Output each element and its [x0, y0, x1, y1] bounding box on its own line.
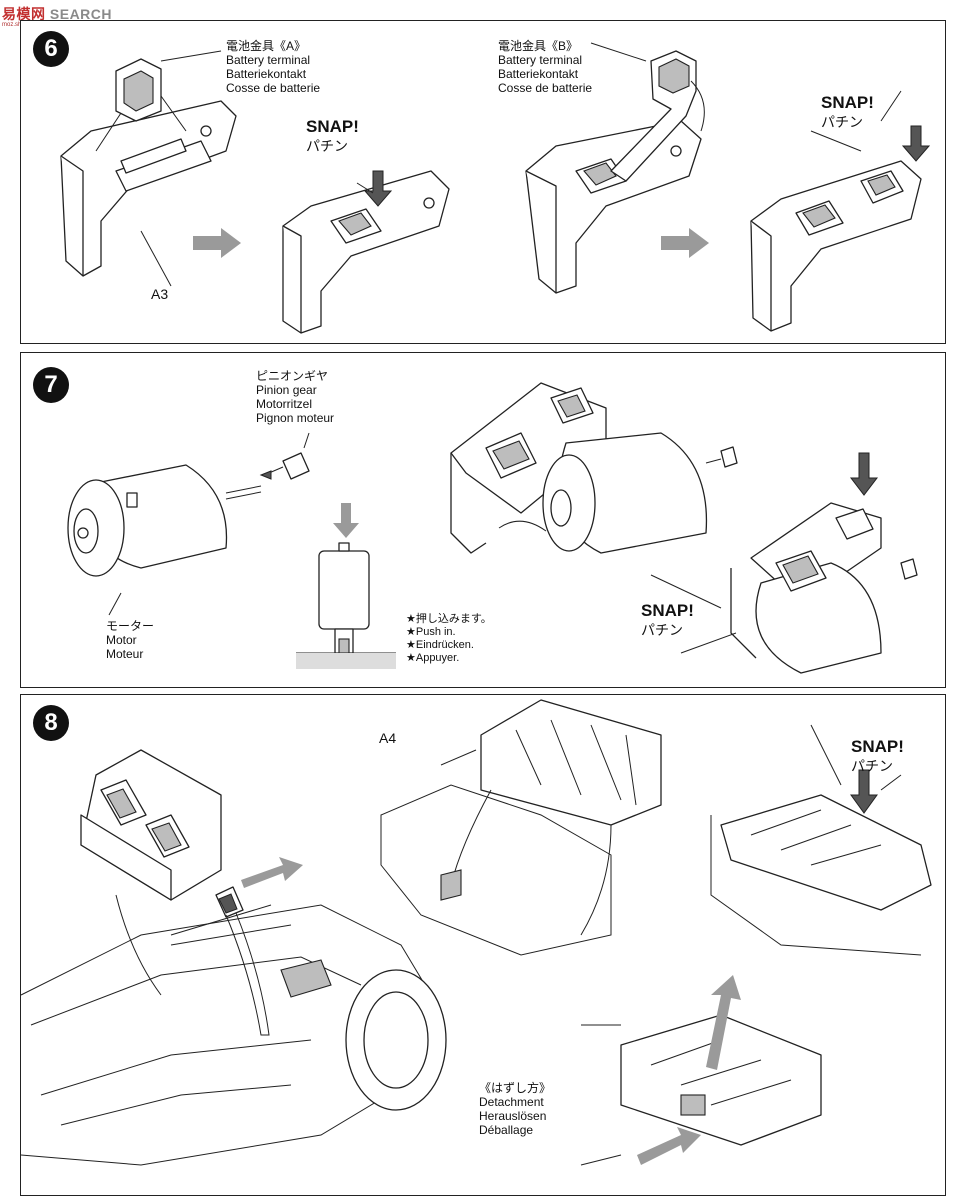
step-8-snap-text: SNAP!	[851, 737, 904, 756]
step-6-number: 6	[33, 31, 69, 67]
part-a4-label: A4	[379, 730, 397, 746]
watermark: 易模网 SEARCH	[2, 4, 112, 24]
motor-assembly-drawing-2	[650, 452, 918, 674]
body-a4-drawing	[380, 699, 662, 956]
watermark-brand: 模网	[16, 6, 46, 22]
step-6-illustration	[60, 42, 931, 334]
motor-label-jp: モーター	[106, 619, 155, 633]
motor-label: モーター Motor Moteur	[106, 619, 154, 661]
push-label-de: ★Eindrücken.	[406, 639, 474, 651]
motor-label-en: Motor	[106, 633, 137, 647]
terminal-a-label-de: Batteriekontakt	[226, 67, 307, 81]
step-7-snap: SNAP! パチン	[641, 601, 694, 639]
step-6-arrow-1	[193, 228, 241, 258]
terminal-b-label-de: Batteriekontakt	[498, 67, 579, 81]
step-7-panel: 7	[20, 352, 946, 688]
battery-terminal-a-drawing	[95, 50, 222, 152]
step-7-number: 7	[33, 367, 69, 403]
push-in-label: ★押し込みます。 ★Push in. ★Eindrücken. ★Appuyer…	[406, 613, 492, 665]
part-a3-label: A3	[151, 286, 169, 302]
push-label-jp: ★押し込みます。	[406, 613, 492, 625]
snap-1-jp: パチン	[306, 138, 348, 154]
step-8-illustration	[20, 699, 932, 1166]
detach-label-jp: 《はずし方》	[479, 1081, 552, 1095]
terminal-a-label-en: Battery terminal	[226, 53, 311, 67]
step-8-snap: SNAP! パチン	[851, 737, 904, 775]
pinion-label-en: Pinion gear	[256, 383, 317, 397]
snap-2-text: SNAP!	[821, 93, 874, 112]
push-label-en: ★Push in.	[406, 626, 456, 638]
pinion-label-de: Motorritzel	[256, 397, 313, 411]
push-in-diagram	[296, 503, 396, 669]
detachment-label: 《はずし方》 Detachment Herauslösen Déballage	[479, 1081, 551, 1137]
pinion-gear-drawing	[259, 432, 310, 480]
chassis-a3-drawing-1	[60, 100, 237, 287]
terminal-b-label: 電池金具《B》 Battery terminal Batteriekontakt…	[498, 39, 592, 95]
terminal-b-label-jp: 電池金具《B》	[498, 39, 579, 53]
watermark-search: SEARCH	[49, 6, 113, 22]
detach-label-en: Detachment	[479, 1095, 544, 1109]
motor-assembly-drawing-1	[450, 382, 738, 554]
pinion-label-fr: Pignon moteur	[256, 411, 335, 425]
snap-2-jp: パチン	[821, 114, 863, 130]
detach-label-de: Herauslösen	[479, 1109, 547, 1123]
step-8-snap-jp: パチン	[851, 758, 893, 774]
pinion-gear-label: ピニオンギヤ Pinion gear Motorritzel Pignon mo…	[256, 369, 334, 425]
snap-1-text: SNAP!	[306, 117, 359, 136]
step-6-snap-1: SNAP! パチン	[306, 117, 359, 155]
terminal-b-label-en: Battery terminal	[498, 53, 583, 67]
pinion-label-jp: ピニオンギヤ	[256, 369, 329, 383]
battery-terminal-b-drawing	[590, 42, 705, 182]
detachment-drawing	[580, 975, 822, 1166]
watermark-logo: 易	[2, 6, 17, 22]
terminal-a-label: 電池金具《A》 Battery terminal Batteriekontakt…	[226, 39, 320, 95]
terminal-b-label-fr: Cosse de batterie	[498, 81, 593, 95]
step-7-snap-text: SNAP!	[641, 601, 694, 620]
chassis-drawing-step8	[20, 904, 447, 1166]
motor-unit-drawing-step8	[80, 749, 303, 1036]
step-6-arrow-2	[661, 228, 709, 258]
terminal-a-label-jp: 電池金具《A》	[226, 39, 307, 53]
step-8-panel: 8	[20, 694, 946, 1196]
step-6-snap-2: SNAP! パチン	[821, 93, 874, 131]
body-snapped-drawing	[710, 724, 932, 956]
push-label-fr: ★Appuyer.	[406, 652, 460, 664]
chassis-drawing-4	[750, 90, 931, 332]
motor-label-fr: Moteur	[106, 647, 144, 661]
step-7-snap-jp: パチン	[641, 622, 683, 638]
detach-label-fr: Déballage	[479, 1123, 534, 1137]
chassis-drawing-2	[282, 170, 450, 334]
terminal-a-label-fr: Cosse de batterie	[226, 81, 321, 95]
motor-drawing	[67, 464, 262, 616]
step-7-illustration	[67, 382, 918, 674]
step-6-panel: 6	[20, 20, 946, 344]
step-8-number: 8	[33, 705, 69, 741]
chassis-drawing-3	[525, 120, 702, 294]
